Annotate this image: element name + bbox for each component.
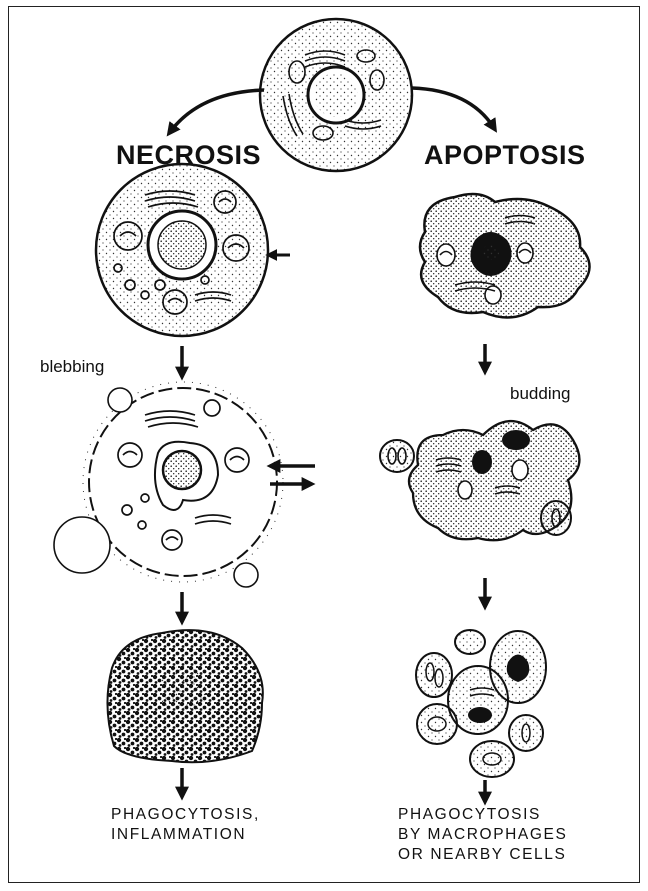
necrosis-outcome-line: INFLAMMATION	[111, 825, 260, 845]
apoptosis-budding-cell	[380, 421, 579, 540]
apoptosis-outcome: PHAGOCYTOSIS BY MACROPHAGES OR NEARBY CE…	[398, 805, 567, 865]
necrosis-heading: NECROSIS	[116, 140, 261, 171]
blebbing-label: blebbing	[40, 357, 104, 377]
apoptotic-bodies	[416, 630, 546, 777]
budding-label: budding	[510, 384, 571, 404]
arrow-to-apoptosis	[412, 88, 494, 128]
apoptosis-shrunken-cell	[420, 194, 590, 317]
arrow-to-necrosis	[170, 90, 264, 132]
necrosis-swollen-cell	[96, 164, 290, 336]
necrosis-outcome: PHAGOCYTOSIS, INFLAMMATION	[111, 805, 260, 845]
necrosis-blebbing-cell	[54, 382, 315, 587]
necrosis-lysed-cell	[107, 630, 262, 762]
apoptosis-outcome-line: PHAGOCYTOSIS	[398, 805, 567, 825]
apoptosis-outcome-line: OR NEARBY CELLS	[398, 845, 567, 865]
apoptosis-heading: APOPTOSIS	[424, 140, 586, 171]
normal-cell	[260, 19, 412, 171]
apoptosis-outcome-line: BY MACROPHAGES	[398, 825, 567, 845]
necrosis-outcome-line: PHAGOCYTOSIS,	[111, 805, 260, 825]
